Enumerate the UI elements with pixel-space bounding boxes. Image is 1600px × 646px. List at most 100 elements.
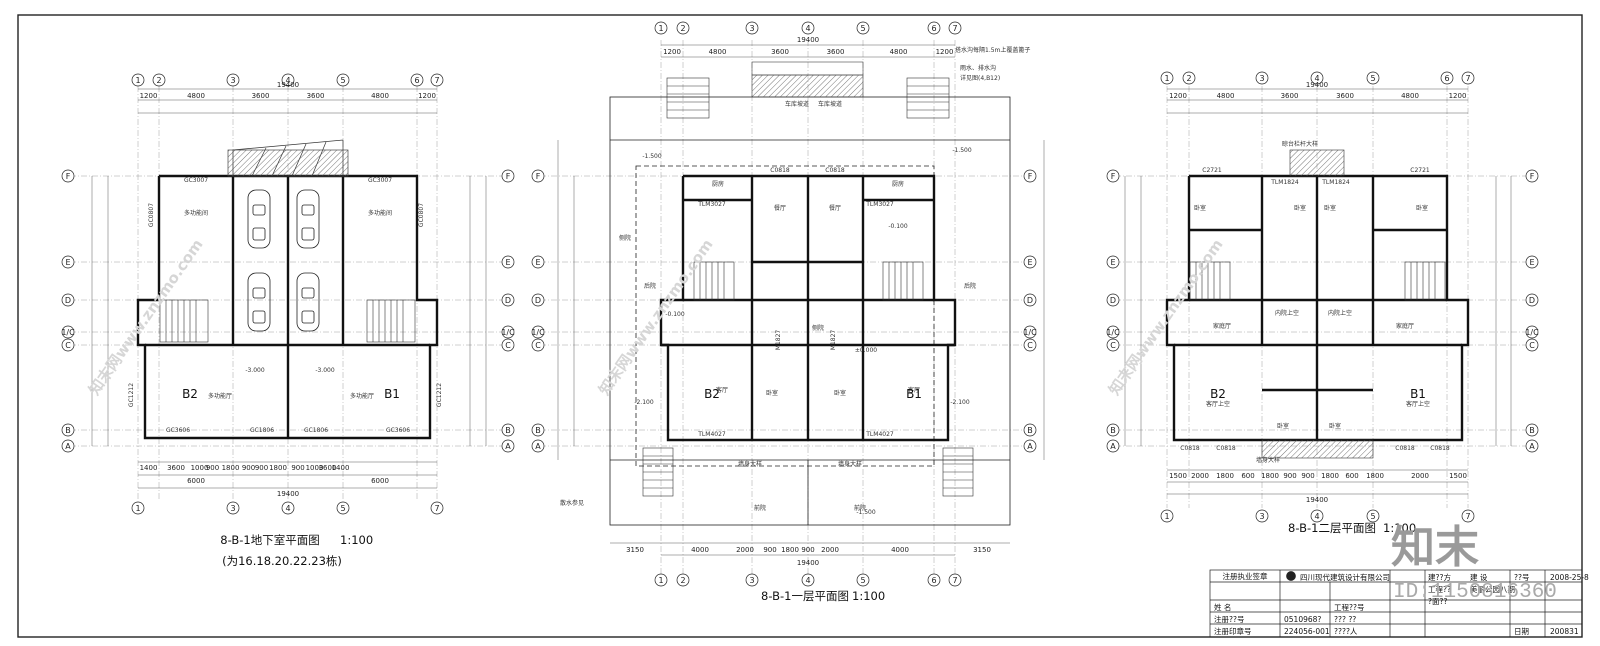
axis-top-0-2: 2 — [156, 76, 161, 85]
ground-room-9: 餐厅 — [829, 204, 841, 212]
second-room-5: 家庭厅 — [1396, 322, 1414, 330]
ground-title: 8-B-1一层平面图 — [761, 589, 849, 603]
basement-bottom-dim-0: 1400 — [140, 464, 158, 472]
ground-level-7: -1.500 — [856, 509, 876, 516]
axis-bottom-0-3: 3 — [230, 504, 235, 513]
axis-bottom-0-7-bubble — [430, 501, 444, 515]
ground-bottom-dim-8: 3150 — [973, 546, 991, 554]
second-top-dim-5: 1200 — [1449, 92, 1467, 100]
second-room-8: 客厅上空 — [1206, 400, 1230, 408]
basement-top-dim-0: 1200 — [140, 92, 158, 100]
ground-floor-plan — [540, 40, 1045, 575]
axis-bottom-1-4: 4 — [805, 576, 810, 585]
basement-level-1: -3.000 — [315, 367, 335, 374]
axis-right-0-4: C — [505, 341, 511, 350]
axis-right-0-6-bubble — [501, 439, 515, 453]
ground-top-dim-4: 4800 — [890, 48, 908, 56]
basement-bottom-dim-1: 3600 — [167, 464, 185, 472]
axis-right-0-4-bubble — [501, 338, 515, 352]
axis-right-0-5: B — [505, 426, 511, 435]
watermark-diagonal-2: 知末网www.znzmo.com — [1105, 236, 1226, 399]
ground-level-3: -0.100 — [665, 311, 685, 318]
second-bottom-dim-1: 2000 — [1191, 472, 1209, 480]
axis-top-1-7: 7 — [952, 24, 957, 33]
axis-top-2-5-bubble — [1366, 71, 1380, 85]
ground-room-2: 客厅 — [716, 386, 728, 394]
axis-bottom-1-2-bubble — [676, 573, 690, 587]
axis-top-1-4-bubble — [801, 21, 815, 35]
axis-right-2-3: 1/C — [1525, 328, 1539, 337]
ground-room-1: 车库坡道 — [818, 100, 842, 108]
ground-room-14: 侧院 — [812, 324, 824, 332]
basement-window-7: GC1212 — [436, 383, 443, 407]
axis-top-2-4-bubble — [1310, 71, 1324, 85]
ground-room-8: 餐厅 — [774, 204, 786, 212]
ground-room-6: 厨房 — [712, 180, 724, 188]
second-bottom-dim-8: 600 — [1345, 472, 1358, 480]
axis-right-1-5: B — [1027, 426, 1033, 435]
axis-bottom-1-1: 1 — [658, 576, 663, 585]
axis-left-1-2-bubble — [531, 293, 545, 307]
second-room-11: 卧室 — [1329, 422, 1341, 430]
axis-right-1-1-bubble — [1023, 255, 1037, 269]
ground-note-5: 墙身大样 — [838, 460, 862, 468]
second-note-1: 墙身大样 — [1256, 456, 1280, 464]
ground-top-dim-2: 3600 — [771, 48, 789, 56]
second-top-dim-4: 4800 — [1401, 92, 1419, 100]
basement-subtitle: (为16.18.20.22.23栋) — [222, 554, 342, 568]
axis-bottom-1-5: 5 — [860, 576, 865, 585]
basement-bottom-total-0: 6000 — [187, 477, 205, 485]
ground-window-2: TLM4027 — [697, 431, 726, 438]
axis-bottom-2-1: 1 — [1164, 512, 1169, 521]
basement-bottom-dim-3: 900 — [206, 464, 219, 472]
axis-top-1-4: 4 — [805, 24, 810, 33]
tb-row-key-0: 姓 名 — [1214, 602, 1231, 612]
axis-bottom-2-3-bubble — [1255, 509, 1269, 523]
axis-right-0-0-bubble — [501, 169, 515, 183]
axis-top-2-5: 5 — [1370, 74, 1375, 83]
axis-left-0-6: A — [65, 442, 71, 451]
axis-top-2-1: 1 — [1164, 74, 1169, 83]
axis-right-1-6-bubble — [1023, 439, 1037, 453]
basement-window-9: GC0807 — [418, 203, 425, 227]
tb-date-label-1: 日期 — [1514, 627, 1529, 636]
ground-overall-dim: 19400 — [797, 36, 819, 44]
second-overall-dim: 19400 — [1306, 81, 1328, 89]
ground-unit-b2: B2 — [704, 387, 720, 401]
second-title: 8-B-1二层平面图 — [1288, 521, 1376, 535]
axis-right-1-4: C — [1027, 341, 1033, 350]
second-bottom-dim-4: 1800 — [1261, 472, 1279, 480]
ground-room-11: 前院 — [854, 504, 866, 512]
basement-bottom-dim-8: 900 — [291, 464, 304, 472]
axis-left-2-4: C — [1110, 341, 1116, 350]
axis-left-2-2: D — [1110, 296, 1116, 305]
axis-right-2-3-bubble — [1525, 325, 1539, 339]
second-unit-b1: B1 — [1410, 387, 1426, 401]
basement-window-6: GC1212 — [128, 383, 135, 407]
axis-right-1-2-bubble — [1023, 293, 1037, 307]
ground-level-6: -2.100 — [950, 399, 970, 406]
ground-top-dim-3: 3600 — [827, 48, 845, 56]
axis-top-1-6: 6 — [931, 24, 936, 33]
axis-top-1-6-bubble — [927, 21, 941, 35]
axis-bottom-0-7: 7 — [434, 504, 439, 513]
axis-right-0-2-bubble — [501, 293, 515, 307]
axis-left-1-1: E — [535, 258, 540, 267]
basement-bottom-dim-6: 900 — [255, 464, 268, 472]
axis-bottom-0-5-bubble — [336, 501, 350, 515]
axis-top-0-7-bubble — [430, 73, 444, 87]
axis-left-0-4-bubble — [61, 338, 75, 352]
ground-window-3: TLM4027 — [865, 431, 894, 438]
axis-top-2-3-bubble — [1255, 71, 1269, 85]
basement-window-4: GC3606 — [166, 427, 190, 434]
axis-right-0-1: E — [505, 258, 510, 267]
axis-right-1-2: D — [1027, 296, 1033, 305]
basement-bottom-dim-11: 1400 — [332, 464, 350, 472]
axis-left-1-4-bubble — [531, 338, 545, 352]
tb-proj-label-0: 建??方 — [1428, 572, 1451, 582]
basement-scale: 1:100 — [340, 533, 373, 547]
ground-room-3: 客厅 — [908, 386, 920, 394]
ground-room-12: 后院 — [644, 282, 656, 290]
ground-bottom-dim-6: 2000 — [821, 546, 839, 554]
